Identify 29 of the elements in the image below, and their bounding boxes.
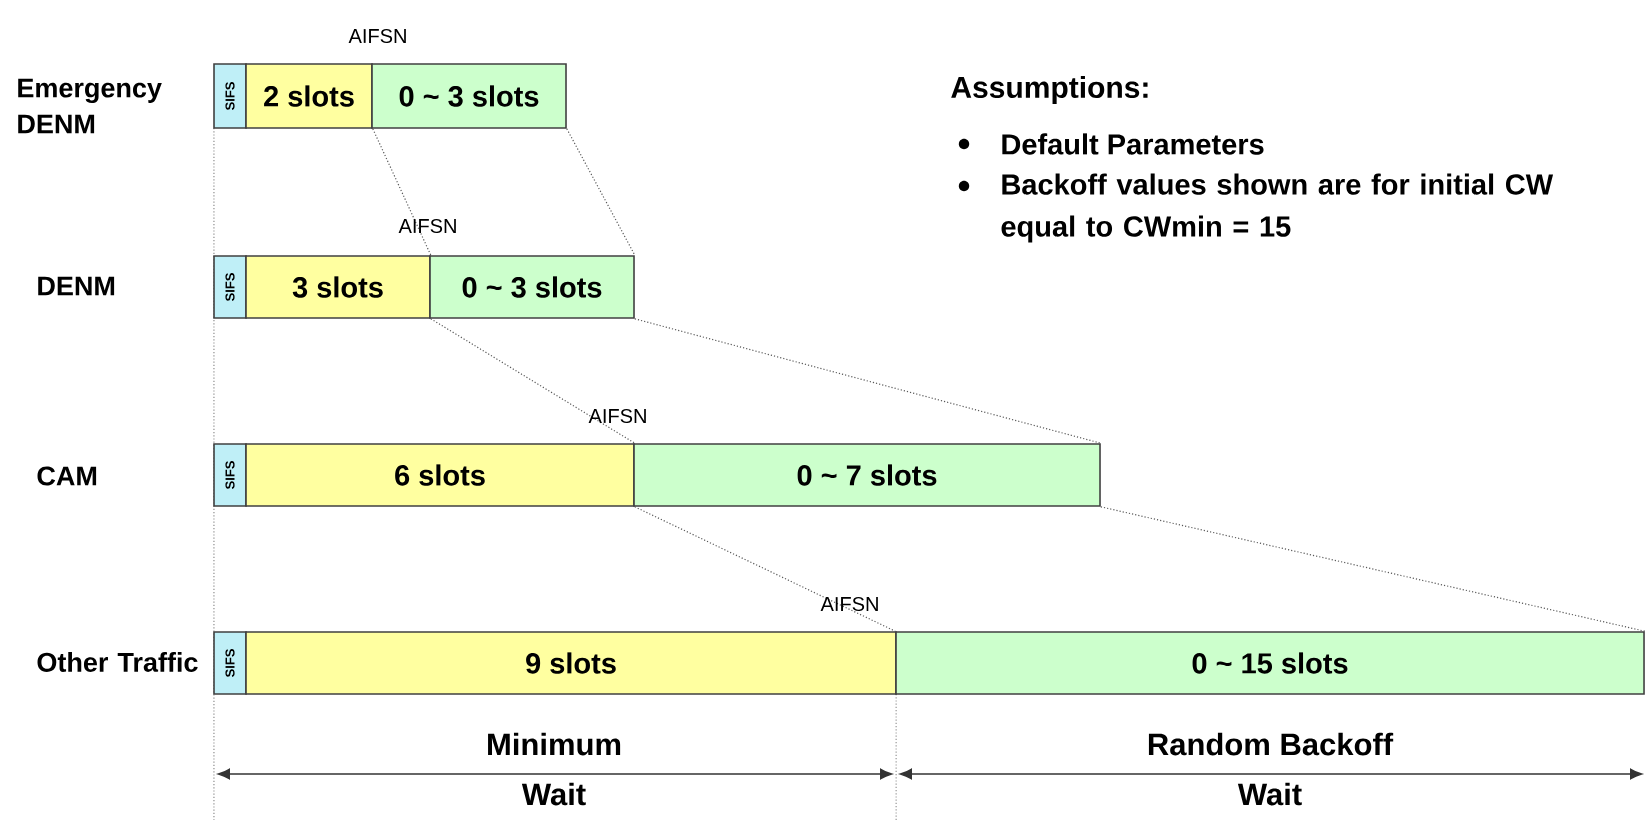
backoff-slot-box: 0 ~ 3 slots [371,63,567,129]
bullet-item: Backoff values shown are for initial CW equal to CWmin = 15 [1001,173,1554,243]
row-label: CAM [37,466,97,486]
dimension-label: Wait [1237,782,1302,806]
backoff-slot-box: 0 ~ 7 slots [633,443,1101,507]
guide-line [430,318,636,444]
dimension-label: Minimum [488,732,621,756]
aifsn-slot-box: 6 slots [245,443,635,507]
dimension-label: Wait [521,782,586,806]
guide-line [634,318,1102,444]
aifsn-slot-box: 9 slots [245,631,897,695]
backoff-slot-box: 0 ~ 3 slots [429,255,635,319]
aifsn-slot-box: 3 slots [245,255,431,319]
guide-line [566,128,636,256]
aifsn-label: AIFSN [588,408,646,424]
aifsn-slot-box: 2 slots [245,63,373,129]
notes-heading: Assumptions: [951,76,1148,104]
aifsn-label: AIFSN [820,596,878,612]
bullet-item: Default Parameters [1002,133,1264,155]
row-label: Emergency DENM [18,78,162,134]
row-label: Other Traffic [37,652,198,672]
dimension-label: Random Backoff [1148,732,1394,756]
guide-line [634,506,896,632]
aifsn-label: AIFSN [348,28,406,44]
guide-line [372,128,432,256]
backoff-slot-box: 0 ~ 15 slots [895,631,1645,695]
aifsn-label: AIFSN [398,218,456,234]
guide-line [1100,506,1646,632]
row-label: DENM [38,276,115,296]
